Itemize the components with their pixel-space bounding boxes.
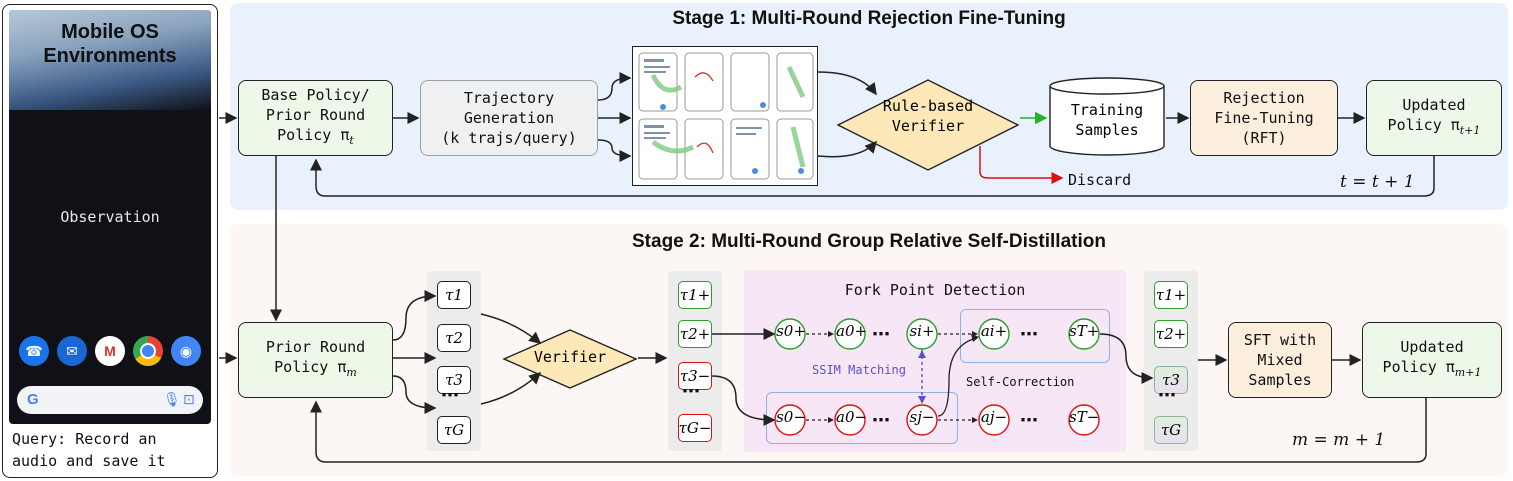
- label-ai-pos: ai+: [980, 322, 1008, 340]
- app-dock: ☎ ✉ M ◉: [19, 336, 201, 370]
- stage1-update-rule: t = t + 1: [1340, 172, 1415, 192]
- node-sT-pos: [1068, 318, 1100, 350]
- phone-title: Mobile OS Environments: [43, 21, 177, 67]
- chrome-icon[interactable]: [133, 336, 163, 366]
- node-a0-pos: [834, 318, 866, 350]
- stage2-title: Stage 2: Multi-Round Group Relative Self…: [632, 231, 1106, 252]
- stage2-updated-policy-box: Updated Policy πm+1: [1362, 322, 1502, 398]
- label-s0-pos: s0+: [776, 322, 806, 340]
- mixed-trajectory-g: τG: [1154, 416, 1188, 444]
- stage2-update-rule: m = m + 1: [1292, 430, 1386, 450]
- mixed-trajectory-3: τ3: [1154, 366, 1188, 394]
- trajectory-3: τ3: [437, 366, 471, 394]
- google-icon: G: [27, 391, 39, 408]
- mixed-trajectory-2: τ2+: [1154, 320, 1188, 348]
- neg-chain-ellipsis-1: ⋯: [872, 410, 890, 430]
- camera-icon[interactable]: ◉: [171, 336, 201, 366]
- discard-label: Discard: [1068, 171, 1132, 189]
- verifier-label: Verifier: [533, 348, 607, 366]
- query-text: Query: Record an audio and save it: [12, 430, 166, 470]
- self-correction-label: Self-Correction: [966, 375, 1075, 389]
- node-ai-pos: [978, 318, 1010, 350]
- prior-policy-box: Prior Round Policy πm: [238, 322, 393, 398]
- sft-box: SFT with Mixed Samples: [1228, 322, 1332, 398]
- label-sT-pos: sT+: [1069, 322, 1100, 340]
- stage1-title: Stage 1: Multi-Round Rejection Fine-Tuni…: [672, 8, 1066, 29]
- ssim-matching-label: SSIM Matching: [812, 363, 906, 377]
- label-s0-neg: s0−: [776, 408, 806, 426]
- label-aj-neg: aj−: [980, 408, 1008, 426]
- trajectory-2: τ2: [437, 324, 471, 352]
- google-search-bar[interactable]: G 🎙 ⊡: [17, 386, 203, 414]
- trajectory-ellipsis: ⋯: [441, 385, 461, 405]
- fork-point-title: Fork Point Detection: [844, 281, 1026, 299]
- trajectory-generation-box: Trajectory Generation (k trajs/query): [420, 80, 598, 156]
- gmail-icon[interactable]: M: [95, 336, 125, 366]
- phone-icon[interactable]: ☎: [19, 336, 49, 366]
- training-samples-cylinder: [1049, 77, 1165, 156]
- pos-chain-ellipsis-2: ⋯: [1020, 324, 1038, 344]
- label-sT-neg: sT−: [1069, 408, 1100, 426]
- label-a0-neg: a0−: [836, 408, 868, 426]
- stage1-updated-policy-box: Updated Policy πt+1: [1366, 80, 1502, 156]
- training-samples-label: Training Samples: [1070, 101, 1144, 139]
- verified-trajectory-3: τ3−: [678, 362, 712, 390]
- rule-verifier-label: Rule-based Verifier: [882, 97, 974, 135]
- trajectory-thumbnails-svg: [638, 52, 814, 180]
- trajectory-thumbnails: [632, 46, 818, 186]
- messages-icon[interactable]: ✉: [57, 336, 87, 366]
- mixed-ellipsis: ⋯: [1158, 385, 1178, 405]
- base-policy-box: Base Policy/ Prior Round Policy πt: [238, 80, 393, 156]
- trajectory-1: τ1: [437, 281, 471, 309]
- mic-icon[interactable]: 🎙: [163, 391, 181, 407]
- phone-wallpaper: [9, 10, 211, 110]
- verified-ellipsis: ⋯: [682, 381, 702, 401]
- mixed-trajectory-1: τ1+: [1154, 281, 1188, 309]
- neg-chain-ellipsis-2: ⋯: [1020, 410, 1038, 430]
- label-si-pos: si+: [909, 322, 935, 340]
- rft-box: Rejection Fine-Tuning (RFT): [1190, 80, 1338, 156]
- trajectory-g: τG: [437, 416, 471, 444]
- verified-trajectory-2: τ2+: [678, 320, 712, 348]
- node-si-pos: [906, 318, 938, 350]
- verified-trajectory-g: τG−: [678, 414, 712, 442]
- phone-screen: Mobile OS Environments Observation ☎ ✉ M…: [9, 10, 211, 424]
- verified-trajectory-1: τ1+: [678, 281, 712, 309]
- lens-icon[interactable]: ⊡: [183, 391, 195, 407]
- pos-chain-ellipsis-1: ⋯: [872, 324, 890, 344]
- label-a0-pos: a0+: [836, 322, 868, 340]
- observation-label: Observation: [60, 208, 160, 226]
- label-sj-neg: sj−: [909, 408, 935, 426]
